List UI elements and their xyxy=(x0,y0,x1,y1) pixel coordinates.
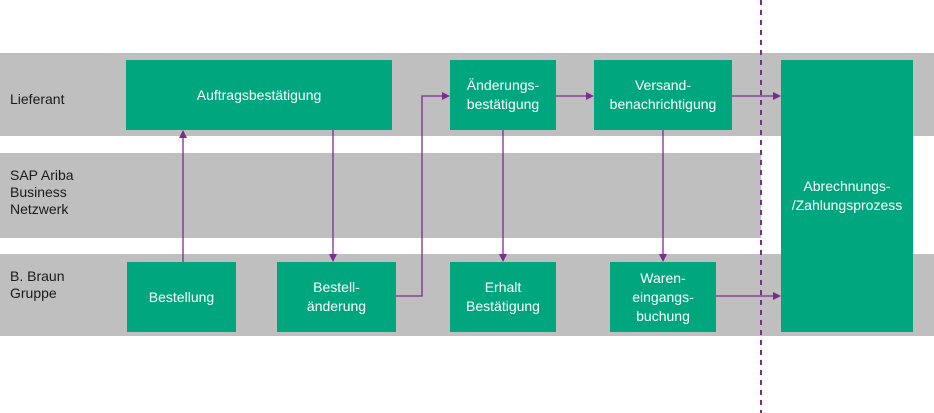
arrow-order-change-to-change-confirmation xyxy=(396,92,450,297)
box-order-change: Bestell- änderung xyxy=(277,262,396,332)
lane-network xyxy=(0,153,761,238)
box-change-confirmation: Änderungs- bestätigung xyxy=(450,60,556,130)
box-order-confirmation: Auftragsbestätigung xyxy=(126,60,392,130)
box-receipt-confirmation: Erhalt Bestätigung xyxy=(450,262,556,332)
box-shipping-notice: Versand- benachrichtigung xyxy=(594,60,732,130)
box-goods-receipt: Waren- eingangs- buchung xyxy=(610,262,716,332)
box-order: Bestellung xyxy=(127,262,236,332)
lane-label-supplier: Lieferant xyxy=(10,91,65,107)
box-billing-process: Abrechnungs- /Zahlungsprozess xyxy=(781,60,913,332)
lane-label-buyer: B. Braun Gruppe xyxy=(10,268,65,301)
lane-label-network: SAP Ariba Business Netzwerk xyxy=(10,167,74,217)
